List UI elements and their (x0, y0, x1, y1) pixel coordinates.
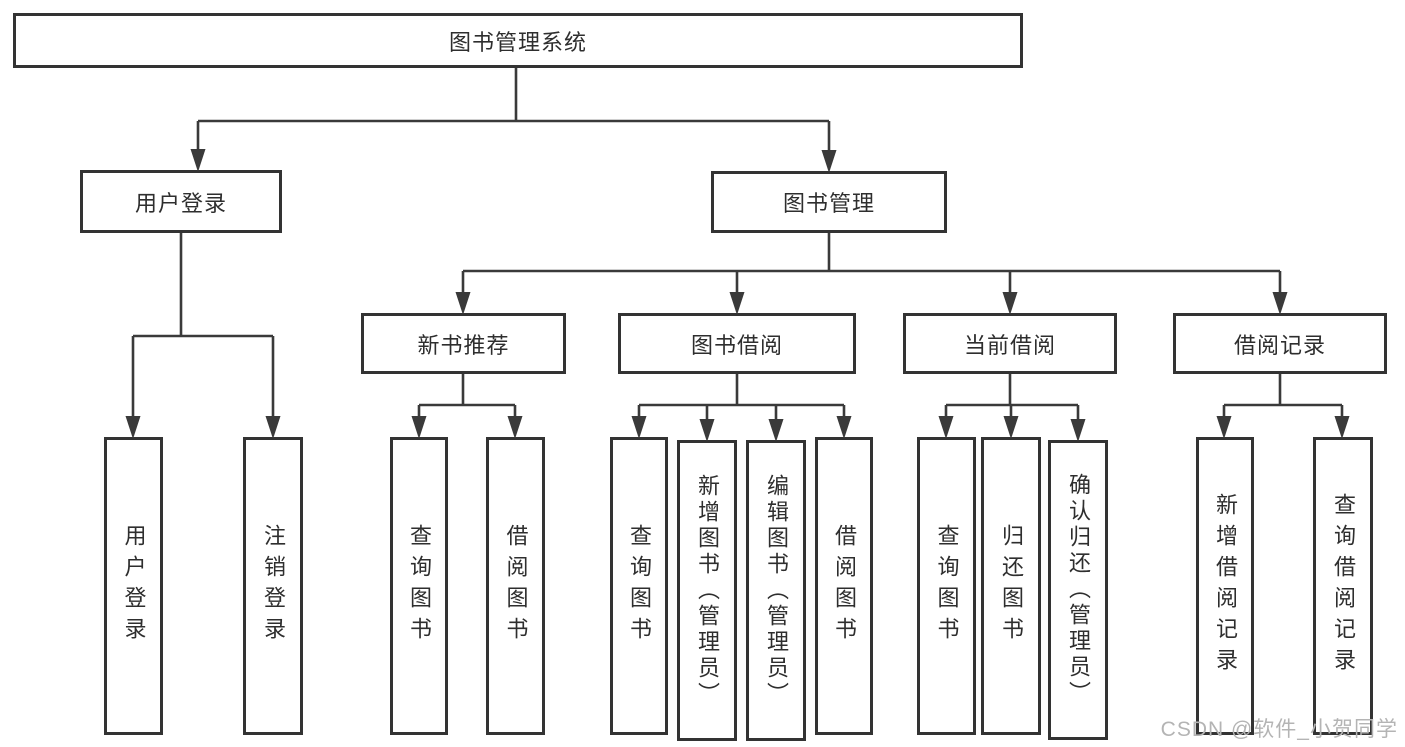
arrowhead-down-icon (1334, 416, 1350, 439)
node-label: 查询图书 (934, 524, 960, 648)
node-label: 确认归还（管理员） (1066, 473, 1091, 707)
node-label: 归还图书 (999, 524, 1024, 648)
node-leaf-borrow-books-borrowing: 借阅图书 (815, 437, 873, 735)
arrowhead-down-icon (699, 419, 715, 442)
node-leaf-user-login: 用户登录 (104, 437, 163, 735)
connector-book-borrowing (631, 374, 852, 442)
node-label: 用户登录 (121, 524, 147, 648)
arrowhead-down-icon (265, 416, 281, 439)
node-leaf-query-books-current: 查询图书 (917, 437, 976, 735)
arrowhead-down-icon (1216, 416, 1232, 439)
arrowhead-down-icon (938, 416, 954, 439)
node-label: 查询图书 (407, 524, 432, 648)
node-leaf-return-book: 归还图书 (981, 437, 1041, 735)
node-leaf-query-borrow-record: 查询借阅记录 (1313, 437, 1373, 735)
connector-library-management-system (190, 68, 837, 173)
node-new-book-recommendation: 新书推荐 (361, 313, 566, 374)
node-book-management: 图书管理 (711, 171, 947, 233)
arrowhead-down-icon (1002, 292, 1018, 315)
arrowhead-down-icon (821, 150, 837, 173)
arrowhead-down-icon (507, 416, 523, 439)
arrowhead-down-icon (125, 416, 141, 439)
node-label: 图书借阅 (690, 332, 783, 358)
arrowhead-down-icon (768, 419, 784, 442)
node-label: 借阅记录 (1233, 332, 1326, 358)
connector-current-borrowing (938, 374, 1086, 442)
node-leaf-query-books-borrowing: 查询图书 (610, 437, 668, 735)
arrowhead-down-icon (631, 416, 647, 439)
node-leaf-logout: 注销登录 (243, 437, 303, 735)
connector-user-login (125, 233, 281, 439)
arrowhead-down-icon (729, 292, 745, 315)
node-label: 当前借阅 (963, 332, 1056, 358)
arrowhead-down-icon (1003, 416, 1019, 439)
node-label: 查询图书 (627, 524, 652, 648)
connector-new-book-recommendation (411, 374, 523, 439)
node-label: 借阅图书 (503, 524, 529, 648)
connector-book-management (455, 233, 1288, 315)
arrowhead-down-icon (190, 149, 206, 172)
node-library-management-system: 图书管理系统 (13, 13, 1023, 68)
node-label: 查询借阅记录 (1331, 493, 1356, 679)
arrowhead-down-icon (836, 416, 852, 439)
node-book-borrowing: 图书借阅 (618, 313, 856, 374)
node-current-borrowing: 当前借阅 (903, 313, 1117, 374)
node-leaf-edit-book-admin: 编辑图书（管理员） (746, 440, 806, 741)
node-leaf-confirm-return-admin: 确认归还（管理员） (1048, 440, 1108, 740)
node-label: 图书管理 (782, 191, 875, 216)
arrowhead-down-icon (1272, 292, 1288, 315)
node-label: 新增图书（管理员） (695, 473, 720, 708)
node-label: 借阅图书 (832, 524, 857, 648)
node-leaf-borrow-books-recommend: 借阅图书 (486, 437, 545, 735)
node-label: 新书推荐 (417, 332, 510, 358)
arrowhead-down-icon (455, 292, 471, 315)
csdn-watermark: CSDN @软件_小贺同学 (1160, 718, 1398, 741)
node-leaf-add-book-admin: 新增图书（管理员） (677, 440, 737, 741)
arrowhead-down-icon (411, 416, 427, 439)
node-user-login: 用户登录 (80, 170, 282, 233)
arrowhead-down-icon (1070, 419, 1086, 442)
node-label: 编辑图书（管理员） (764, 473, 789, 708)
node-label: 图书管理系统 (448, 29, 587, 55)
node-leaf-query-books-recommend: 查询图书 (390, 437, 448, 735)
node-leaf-add-borrow-record: 新增借阅记录 (1196, 437, 1254, 735)
node-borrowing-records: 借阅记录 (1173, 313, 1387, 374)
node-label: 新增借阅记录 (1213, 493, 1238, 679)
node-label: 用户登录 (134, 190, 227, 216)
connector-borrowing-records (1216, 374, 1350, 439)
node-label: 注销登录 (261, 524, 286, 648)
